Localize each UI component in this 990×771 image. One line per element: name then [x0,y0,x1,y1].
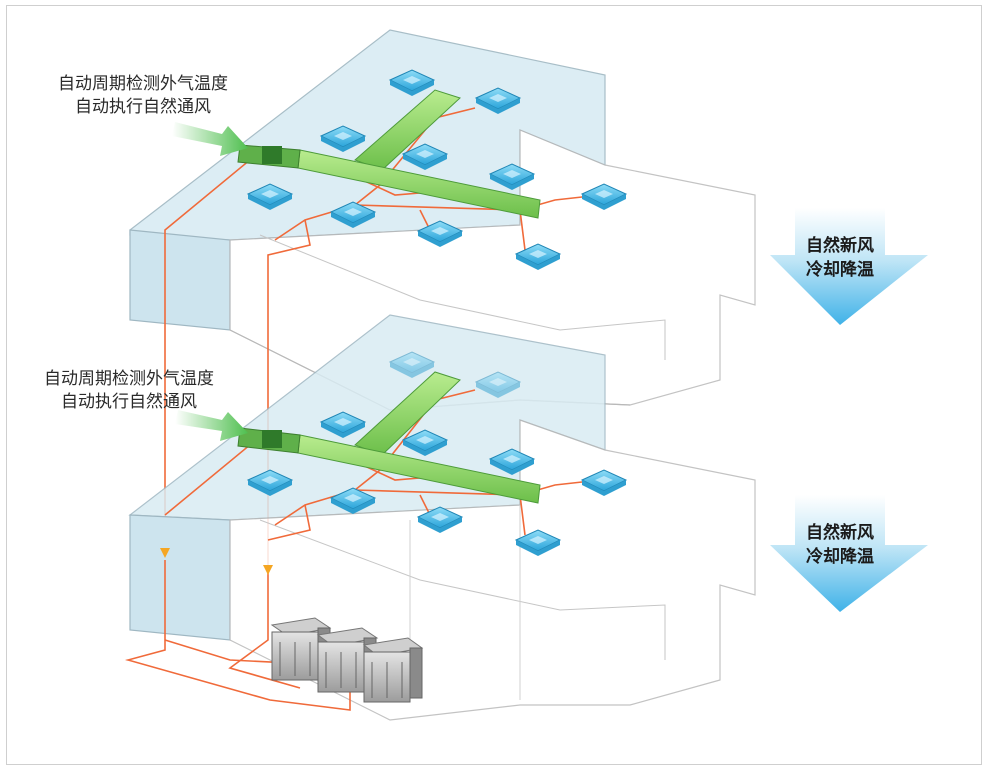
outdoor-units [270,617,424,703]
cooling-label-line-2: 冷却降温 [806,547,874,567]
upper-duct [237,89,541,219]
callout-line-2: 自动执行自然通风 [75,97,211,117]
flow-arrow-icon [263,565,273,575]
cooling-label-line-1: 自然新风 [806,236,874,256]
cooling-down-arrow-icon [770,495,928,612]
callout-lower: 自动周期检测外气温度 自动执行自然通风 [44,368,214,414]
air-intake-arrow-icon [175,410,248,441]
cooling-label-upper: 自然新风 冷却降温 [780,234,900,282]
callout-line-2: 自动执行自然通风 [61,392,197,412]
lower-duct [237,371,541,504]
callout-upper: 自动周期检测外气温度 自动执行自然通风 [58,73,228,119]
outdoor-unit-icon [362,637,424,703]
cooling-label-line-2: 冷却降温 [806,260,874,280]
air-intake-arrow-icon [172,122,248,156]
cooling-label-line-1: 自然新风 [806,523,874,543]
cooling-down-arrow-icon [770,208,928,325]
flow-arrow-icon [160,548,170,558]
callout-line-1: 自动周期检测外气温度 [58,74,228,94]
callout-line-1: 自动周期检测外气温度 [44,369,214,389]
lower-floor [124,314,756,721]
cooling-label-lower: 自然新风 冷却降温 [780,521,900,569]
